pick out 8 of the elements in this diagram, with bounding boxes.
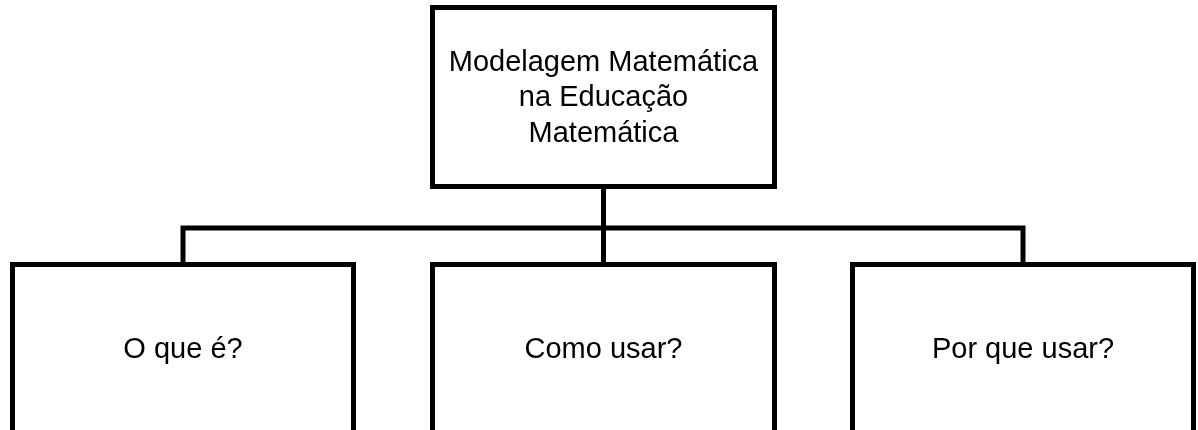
box [430, 262, 777, 430]
box [430, 5, 777, 189]
box-label: Modelagem Matemática na Educação Matemática [447, 43, 760, 150]
box-label: Por que usar? [930, 330, 1116, 366]
box-label: O que é? [122, 330, 244, 366]
box [850, 262, 1196, 430]
box [10, 262, 356, 430]
box-label: Como usar? [523, 330, 684, 366]
